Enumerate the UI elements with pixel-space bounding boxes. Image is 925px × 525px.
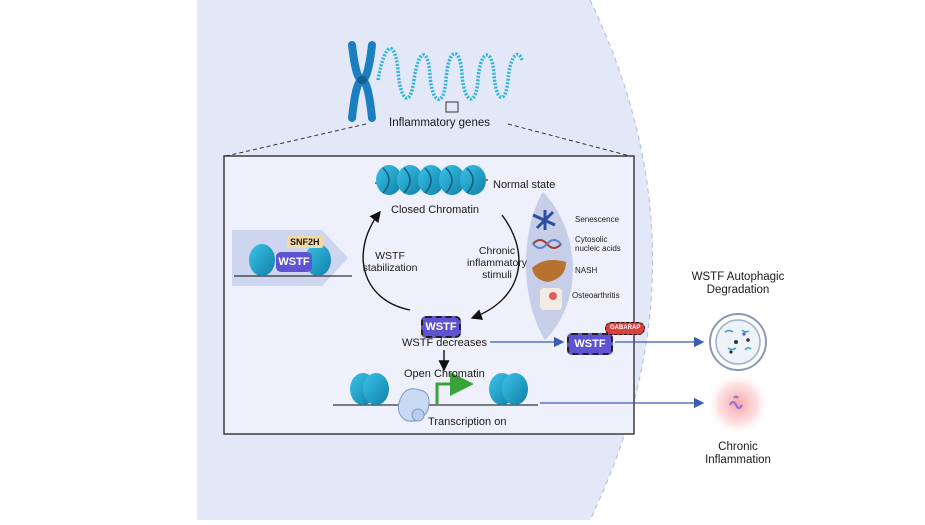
wstf-stabilization-line2: stabilization bbox=[362, 262, 418, 275]
liver-icon bbox=[532, 260, 566, 282]
gabarap-badge: GABARAP bbox=[605, 322, 646, 335]
wstf-stabilization-line1: WSTF bbox=[375, 250, 405, 262]
chromosome bbox=[348, 41, 376, 122]
inflammatory-genes-label: Inflammatory genes bbox=[389, 117, 490, 129]
chronic-inflammation-label: Chronic Inflammation bbox=[688, 441, 788, 467]
wstf-stabilization-label: WSTF stabilization bbox=[360, 250, 420, 274]
chronic-stimuli-line1: Chronic bbox=[478, 245, 516, 257]
stimulus-nash: NASH bbox=[575, 266, 598, 275]
zoom-line-right bbox=[507, 123, 631, 157]
stimulus-cytosolic-line1: Cytosolic bbox=[575, 235, 608, 244]
chronic-inflammation-line2: Inflammation bbox=[705, 454, 771, 467]
chronic-stimuli-line2: inflammatory bbox=[466, 257, 528, 270]
gene-zoom-box bbox=[445, 101, 459, 113]
closed-chromatin-label: Closed Chromatin bbox=[391, 204, 480, 216]
closed-chromatin-nucleosomes bbox=[374, 165, 489, 195]
autophagic-degradation-title: WSTF Autophagic Degradation bbox=[668, 271, 808, 297]
chronic-stimuli-label: Chronic inflammatory stimuli bbox=[462, 245, 532, 281]
autophagic-degradation-line1: WSTF Autophagic bbox=[691, 271, 785, 283]
wstf-decreased-badge: WSTF bbox=[421, 316, 461, 338]
stimulus-cytosolic-line2: nucleic acids bbox=[575, 244, 621, 254]
polymerase-icon bbox=[397, 388, 430, 422]
wstf-degradation-badge: WSTF bbox=[567, 333, 613, 355]
wstf-decreases-label: WSTF decreases bbox=[402, 337, 487, 349]
autophagosome-icon bbox=[709, 313, 767, 371]
cycle-arrow-left bbox=[362, 210, 411, 311]
transcription-on-label: Transcription on bbox=[428, 416, 507, 428]
joint-icon bbox=[540, 288, 562, 310]
zoom-line-left bbox=[225, 123, 367, 157]
nucleic-acid-icon bbox=[532, 239, 562, 249]
stimulus-osteoarthritis: Osteoarthritis bbox=[572, 291, 620, 300]
nucleus-edge bbox=[589, 0, 654, 521]
snf2h-badge: SNF2H bbox=[287, 236, 323, 249]
wstf-complex-badge: WSTF bbox=[276, 252, 312, 272]
inflammation-icon bbox=[706, 372, 770, 436]
chronic-stimuli-line3: stimuli bbox=[482, 269, 512, 282]
senescence-icon bbox=[532, 210, 556, 230]
complex-nucleosome-left bbox=[249, 244, 275, 276]
stimulus-cytosolic-nucleic-acids: Cytosolic nucleic acids bbox=[575, 235, 621, 253]
chronic-inflammation-line1: Chronic bbox=[718, 441, 758, 453]
open-chromatin-label: Open Chromatin bbox=[404, 368, 485, 380]
normal-state-label: Normal state bbox=[493, 179, 556, 191]
promoter-arrow bbox=[435, 372, 474, 404]
autophagic-degradation-line2: Degradation bbox=[706, 284, 770, 297]
cycle-arrow-right bbox=[470, 214, 520, 320]
dna-strand bbox=[376, 46, 524, 102]
stimulus-senescence: Senescence bbox=[575, 215, 620, 224]
